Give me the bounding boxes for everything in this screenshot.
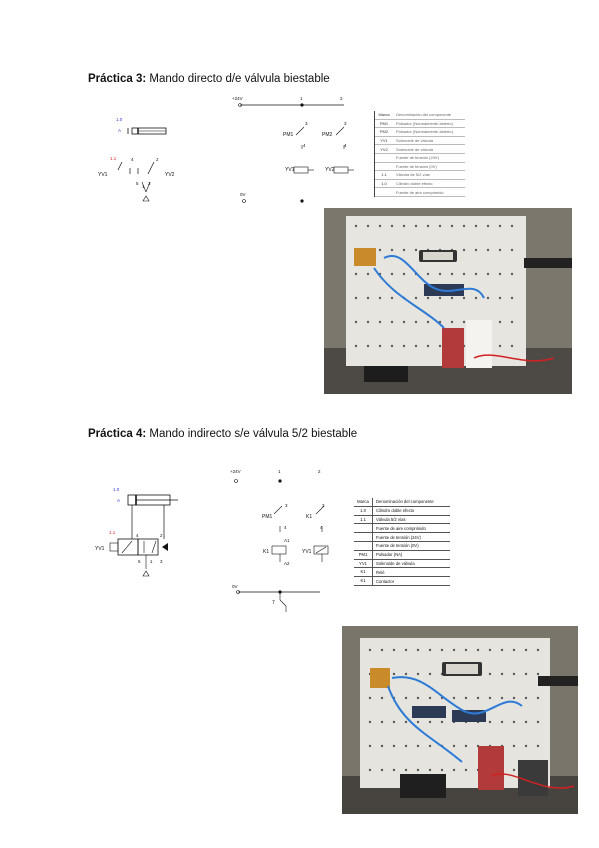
p4-pm1-node-4: 4 [284,525,287,530]
p4-supply-24v: +24V [230,469,241,474]
p4-cylinder-id: 1.0 [113,487,120,492]
p4-pm1-node-3: 3 [285,503,288,508]
p3-coil-yv2: YV2 [325,167,335,173]
p4-pm1: PM1 [262,514,273,520]
p4-valve-port-3: 3 [160,559,163,564]
p4-valve-port-2: 2 [160,533,163,538]
p3-pm2-node-3: 3 [344,121,347,126]
p3-line-2: 2 [340,96,343,101]
p3-pm1: PM1 [283,132,294,138]
legend-row: Fuente de tensión (0V) [375,163,465,172]
pneumatic-panel-photo [324,208,572,394]
practica3-electric-schematic [238,103,354,203]
p3-valve-yv1: YV1 [98,172,108,178]
p4-k1-contact: K1 [306,514,313,520]
p4-a2: A2 [284,561,290,566]
p4-a1: A1 [284,538,290,543]
p3-cylinder-id: 1.0 [116,117,123,122]
legend-row: Fuente de aire comprimido [354,524,450,534]
p4-k1-node-3: 3 [322,503,325,508]
p3-coil-yv1: YV1 [285,167,295,173]
p3-valve-port-2: 2 [156,157,159,162]
p3-pm1-node-3: 3 [305,121,308,126]
p3-pm1-node-4: 4 [303,143,306,148]
pneumatic-panel-photo [342,626,578,814]
p4-supply-0v: 0V [232,584,238,589]
practica4-photo [342,626,578,814]
p4-k1-coil: K1 [263,549,270,555]
p3-supply-24v: +24V [232,96,243,101]
p4-valve-id: 1.1 [109,530,116,535]
p3-valve-port-3: 3 [148,181,151,186]
practica3-pneumatic-schematic [117,127,167,202]
practica4-electric-schematic [234,479,329,612]
p3-supply-0v: 0V [240,192,246,197]
p3-valve-id: 1.1 [110,156,117,161]
p3-pm2: PM2 [322,132,333,138]
p3-valve-yv2: YV2 [165,172,175,178]
p3-line-1: 1 [300,96,303,101]
p3-valve-port-4: 4 [131,157,134,162]
p3-pm2-node-4: 4 [344,143,347,148]
p3-valve-port-1: 1 [142,184,145,189]
p4-node-7: 7 [272,600,275,606]
practica3-photo [324,208,572,394]
legend-row: Fuente de aire comprimido [375,188,465,197]
p4-line-2: 2 [318,469,321,474]
legend-row: Fuente de tensión (0V) [354,541,450,551]
legend-row: Fuente de tensión (24V) [375,154,465,163]
p4-yv1-coil: YV1 [302,549,312,555]
p4-valve-yv1: YV1 [95,546,105,552]
p3-cylinder-port-a: A [118,128,122,133]
p4-valve-port-4: 4 [136,533,139,538]
p4-line-1: 1 [278,469,281,474]
p4-k1-node-4: 4 [320,525,323,530]
practica4-pneumatic-schematic [109,494,178,577]
p4-valve-port-5: 5 [138,559,141,564]
legend-row: Fuente de tensión (24V) [354,533,450,542]
p4-cylinder-port-a: A [117,498,121,503]
p3-valve-port-5: 5 [136,181,139,186]
practica4-heading: Práctica 4: Mando indirecto s/e válvula … [88,428,358,440]
practica3-heading: Práctica 3: Mando directo d/e válvula bi… [88,73,330,85]
p4-valve-port-1: 1 [150,559,153,564]
